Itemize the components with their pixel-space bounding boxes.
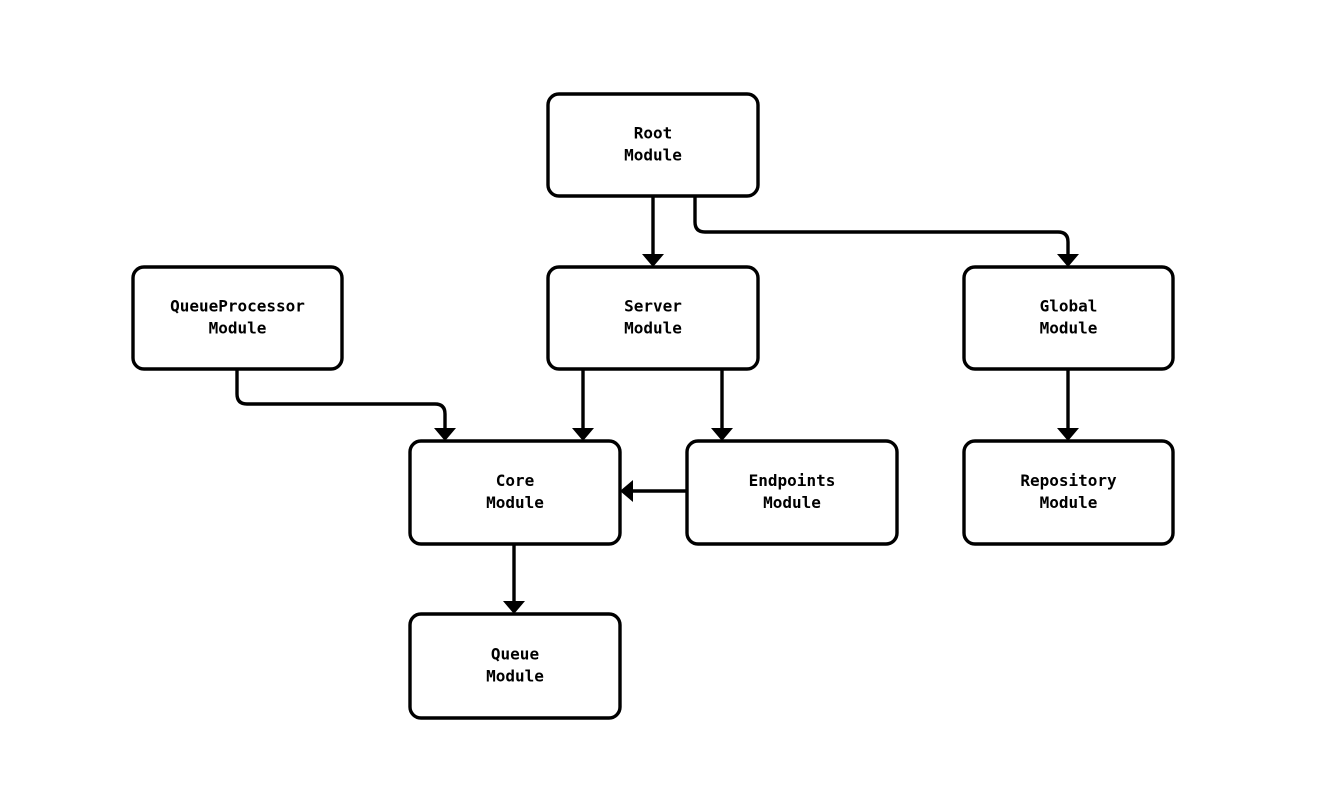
repository-module-node-shape[interactable] [962,439,1175,546]
server-module-node-label-line2: Module [624,319,682,338]
root-module-node-label-line2: Module [624,146,682,165]
queueprocessor-module-node-label-line1: QueueProcessor [170,297,305,316]
edge-core-to-queue [503,544,525,614]
root-module-node-shape[interactable] [546,92,760,198]
edge-root-to-global-line [693,196,1070,256]
core-module-node-shape[interactable] [408,439,622,546]
global-module-node-label-line1: Global [1040,297,1098,316]
arrowhead-icon [642,254,664,267]
edge-server-to-core [572,369,594,441]
edge-global-to-repository [1057,369,1079,441]
core-module-node-label-line2: Module [486,493,544,512]
edge-root-to-global [693,196,1079,267]
arrowhead-icon [620,480,633,502]
nodes-layer: RootModuleQueueProcessorModuleServerModu… [131,92,1175,720]
arrowhead-icon [1057,428,1079,441]
queueprocessor-module-node-label-line2: Module [209,319,267,338]
arrowhead-icon [1057,254,1079,267]
edge-root-to-server [642,196,664,267]
endpoints-module-node-shape[interactable] [685,439,899,546]
arrowhead-icon [434,428,456,441]
queueprocessor-module-node-shape[interactable] [131,265,344,371]
repository-module-node-label-line1: Repository [1020,471,1117,490]
queue-module-node-shape[interactable] [408,612,622,720]
global-module-node-label-line2: Module [1040,319,1098,338]
edge-queueprocessor-to-core-line [235,369,447,430]
queue-module-node-label-line1: Queue [491,645,539,664]
root-module-node-label-line1: Root [634,124,673,143]
server-module-node-shape[interactable] [546,265,760,371]
arrowhead-icon [503,601,525,614]
arrowhead-icon [711,428,733,441]
edge-endpoints-to-core [620,480,687,502]
arrowhead-icon [572,428,594,441]
server-module-node-label-line1: Server [624,297,682,316]
core-module-node-label-line1: Core [496,471,535,490]
repository-module-node-label-line2: Module [1040,493,1098,512]
edges-layer [235,196,1079,614]
edge-queueprocessor-to-core [235,369,456,441]
global-module-node-shape[interactable] [962,265,1175,371]
queue-module-node-label-line2: Module [486,667,544,686]
edge-server-to-endpoints [711,369,733,441]
endpoints-module-node-label-line2: Module [763,493,821,512]
endpoints-module-node-label-line1: Endpoints [749,471,836,490]
